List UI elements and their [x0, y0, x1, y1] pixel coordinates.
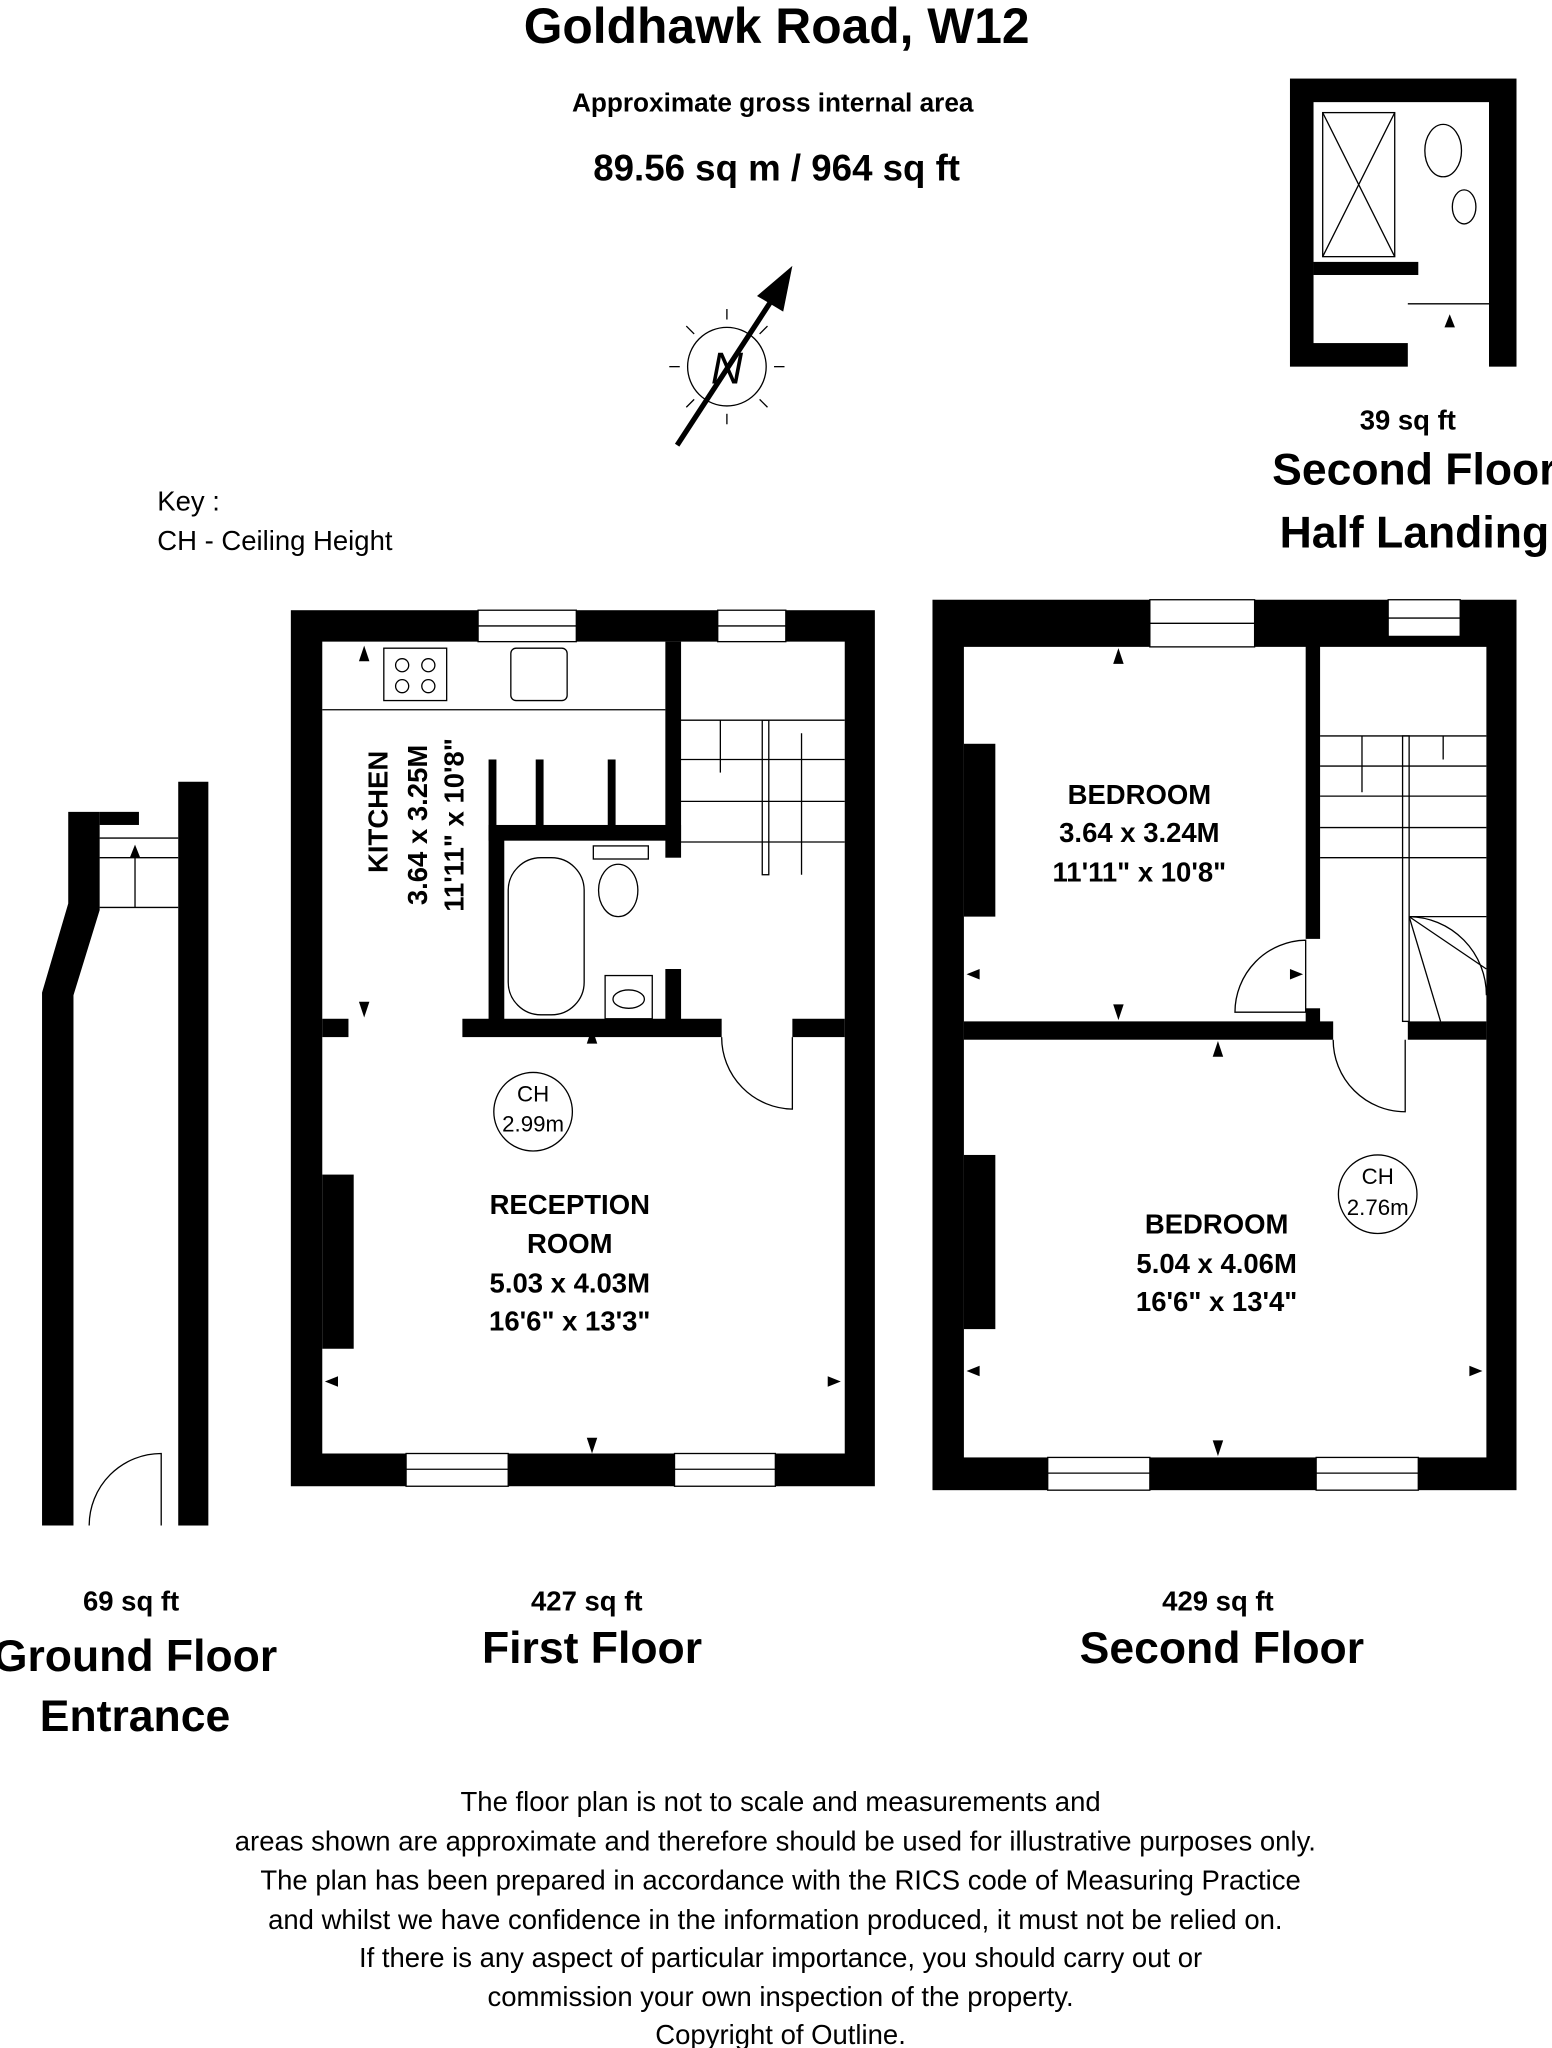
svg-text:5.04 x 4.06M: 5.04 x 4.06M — [1136, 1248, 1296, 1279]
ground-floor-area: 69 sq ft — [83, 1586, 179, 1617]
half-landing-name-2: Half Landing — [1280, 508, 1550, 557]
svg-text:ROOM: ROOM — [527, 1228, 613, 1259]
half-landing-area: 39 sq ft — [1360, 405, 1456, 436]
total-area: 89.56 sq m / 964 sq ft — [593, 148, 960, 189]
area-subtitle: Approximate gross internal area — [572, 87, 974, 117]
svg-text:commission your own inspection: commission your own inspection of the pr… — [488, 1981, 1074, 2012]
svg-text:5.03 x 4.03M: 5.03 x 4.03M — [490, 1267, 650, 1298]
svg-text:BEDROOM: BEDROOM — [1068, 779, 1212, 810]
svg-text:11'11" x 10'8": 11'11" x 10'8" — [1053, 856, 1227, 887]
bedroom-1-label: BEDROOM 3.64 x 3.24M 11'11" x 10'8" — [1053, 779, 1227, 887]
ground-floor-name-2: Entrance — [40, 1692, 231, 1741]
svg-text:If there is any aspect of part: If there is any aspect of particular imp… — [359, 1942, 1202, 1973]
svg-text:The plan has been prepared in: The plan has been prepared in accordance… — [260, 1865, 1300, 1896]
svg-text:2.76m: 2.76m — [1347, 1195, 1409, 1220]
half-landing-plan — [1289, 78, 1517, 374]
bedroom-2-label: BEDROOM 5.04 x 4.06M 16'6" x 13'4" — [1136, 1209, 1297, 1317]
svg-text:KITCHEN: KITCHEN — [363, 751, 394, 873]
ground-floor-plan — [42, 781, 209, 1526]
ceiling-height-first: CH 2.99m — [493, 1071, 574, 1152]
svg-text:Copyright of Outline.: Copyright of Outline. — [655, 2019, 906, 2048]
reception-room-label: RECEPTION ROOM 5.03 x 4.03M 16'6" x 13'3… — [489, 1189, 650, 1337]
second-floor-plan — [932, 599, 1517, 1491]
svg-text:The floor plan is not to scale: The floor plan is not to scale and measu… — [461, 1786, 1101, 1817]
ground-floor-name-1: Ground Floor — [0, 1632, 277, 1681]
compass-north-label: N — [711, 345, 744, 394]
key-entry: CH - Ceiling Height — [157, 525, 393, 556]
second-floor-area: 429 sq ft — [1162, 1586, 1274, 1617]
svg-text:BEDROOM: BEDROOM — [1145, 1209, 1289, 1240]
half-landing-name-1: Second Floor — [1272, 446, 1552, 495]
svg-text:3.64 x 3.25M: 3.64 x 3.25M — [402, 745, 433, 905]
first-floor-plan — [290, 609, 875, 1487]
page-title: Goldhawk Road, W12 — [524, 0, 1030, 54]
svg-text:11'11" x 10'8": 11'11" x 10'8" — [439, 738, 470, 912]
kitchen-label: KITCHEN 3.64 x 3.25M 11'11" x 10'8" — [363, 738, 470, 912]
disclaimer: The floor plan is not to scale and measu… — [235, 1786, 1316, 2048]
svg-text:CH: CH — [517, 1081, 549, 1106]
svg-text:2.99m: 2.99m — [502, 1111, 564, 1136]
first-floor-name: First Floor — [482, 1624, 702, 1673]
first-floor-area: 427 sq ft — [531, 1586, 643, 1617]
svg-text:CH: CH — [1362, 1164, 1394, 1189]
svg-text:and whilst we have confidence: and whilst we have confidence in the inf… — [268, 1904, 1282, 1935]
second-floor-name: Second Floor — [1080, 1624, 1364, 1673]
svg-text:RECEPTION: RECEPTION — [490, 1189, 650, 1220]
svg-text:areas shown are approximate an: areas shown are approximate and therefor… — [235, 1825, 1316, 1856]
svg-text:16'6" x 13'4": 16'6" x 13'4" — [1136, 1286, 1297, 1317]
compass-icon: N — [669, 265, 793, 447]
key-title: Key : — [157, 486, 220, 517]
ceiling-height-second: CH 2.76m — [1337, 1154, 1418, 1235]
svg-text:3.64 x 3.24M: 3.64 x 3.24M — [1059, 817, 1219, 848]
svg-text:16'6" x 13'3": 16'6" x 13'3" — [489, 1305, 650, 1336]
